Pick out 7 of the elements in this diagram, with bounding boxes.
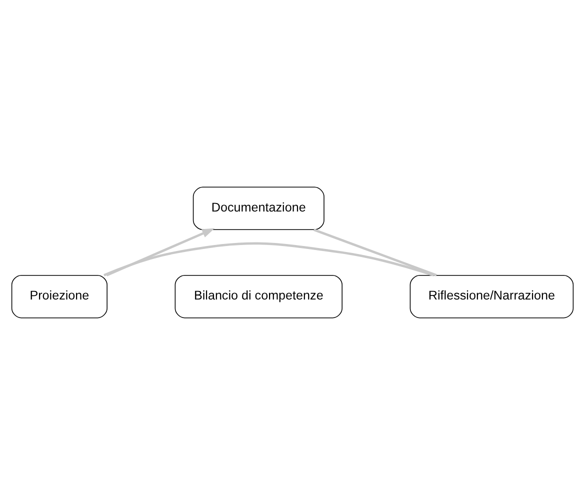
node-box: Proiezione: [11, 274, 108, 318]
arrow: [106, 228, 215, 276]
connector: [104, 242, 434, 276]
node-box: Bilancio di competenze: [174, 274, 342, 318]
connector: [313, 228, 437, 276]
node-box: Riflessione/Narrazione: [410, 274, 574, 318]
node-box: Documentazione: [192, 186, 324, 230]
